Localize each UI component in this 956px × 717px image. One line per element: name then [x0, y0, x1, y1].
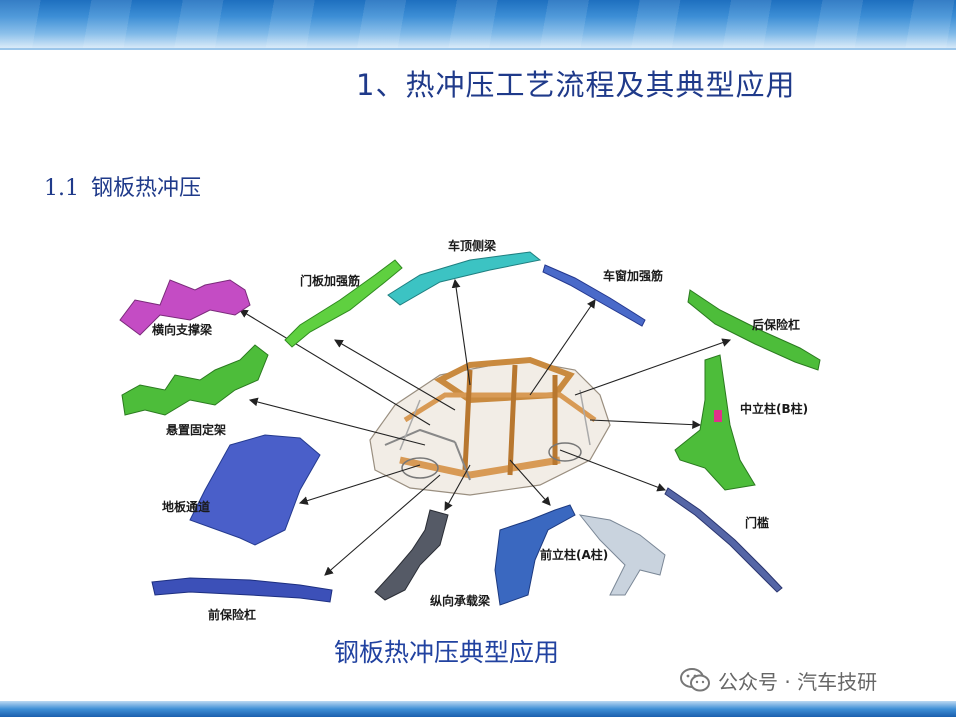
figure-illustration [119, 251, 821, 606]
front-bumper-part [151, 577, 333, 603]
label-front-bumper: 前保险杠 [208, 608, 257, 622]
footer-band [0, 701, 956, 717]
watermark: 公众号 · 汽车技研 [680, 664, 877, 696]
longitudinal-beam-part [374, 509, 449, 601]
roof-side-rail-part [387, 251, 542, 306]
page-title: 1、热冲压工艺流程及其典型应用 [356, 68, 796, 102]
suspension-bracket-part [121, 344, 269, 416]
car-body-frame [369, 356, 611, 496]
label-floor-tunnel: 地板通道 [162, 500, 211, 514]
door-sill-part [664, 487, 783, 593]
door-panel-reinforcement-part [284, 259, 403, 348]
figure-caption: 钢板热冲压典型应用 [334, 638, 560, 667]
b-pillar-part [674, 354, 756, 491]
label-window-reinforcement: 车窗加强筋 [603, 269, 664, 283]
label-door-sill: 门槛 [745, 516, 770, 530]
header-divider [0, 48, 956, 50]
callout-arrows [239, 278, 732, 576]
a-pillar-inner-part [578, 514, 666, 596]
section-title: 钢板热冲压 [91, 176, 202, 201]
label-suspension-bracket: 悬置固定架 [166, 423, 227, 437]
label-a-pillar: 前立柱(A柱) [540, 548, 609, 562]
window-reinforcement-part [542, 264, 646, 327]
floor-tunnel-part [189, 434, 321, 546]
label-longitudinal-beam: 纵向承载梁 [430, 594, 491, 608]
watermark-text: 公众号 · 汽车技研 [718, 669, 878, 694]
section-heading: 1.1 钢板热冲压 [44, 170, 201, 202]
a-pillar-part [494, 504, 576, 606]
label-cross-support-beam: 横向支撑梁 [152, 323, 213, 337]
header-band [0, 0, 956, 48]
label-roof-side-rail: 车顶侧梁 [448, 239, 497, 253]
label-door-panel-reinforcement: 门板加强筋 [300, 274, 361, 288]
cross-support-beam-part [119, 279, 251, 336]
rear-bumper-part [687, 289, 821, 371]
wechat-icon [680, 668, 710, 692]
label-b-pillar: 中立柱(B柱) [740, 402, 809, 416]
label-rear-bumper: 后保险杠 [752, 318, 801, 332]
b-pillar-marker [714, 410, 722, 422]
hot-stamping-applications-figure: 横向支撑梁 悬置固定架 地板通道 前保险杠 门板加强筋 车顶侧梁 车窗加强筋 后… [0, 220, 956, 630]
section-number: 1.1 [44, 176, 79, 201]
